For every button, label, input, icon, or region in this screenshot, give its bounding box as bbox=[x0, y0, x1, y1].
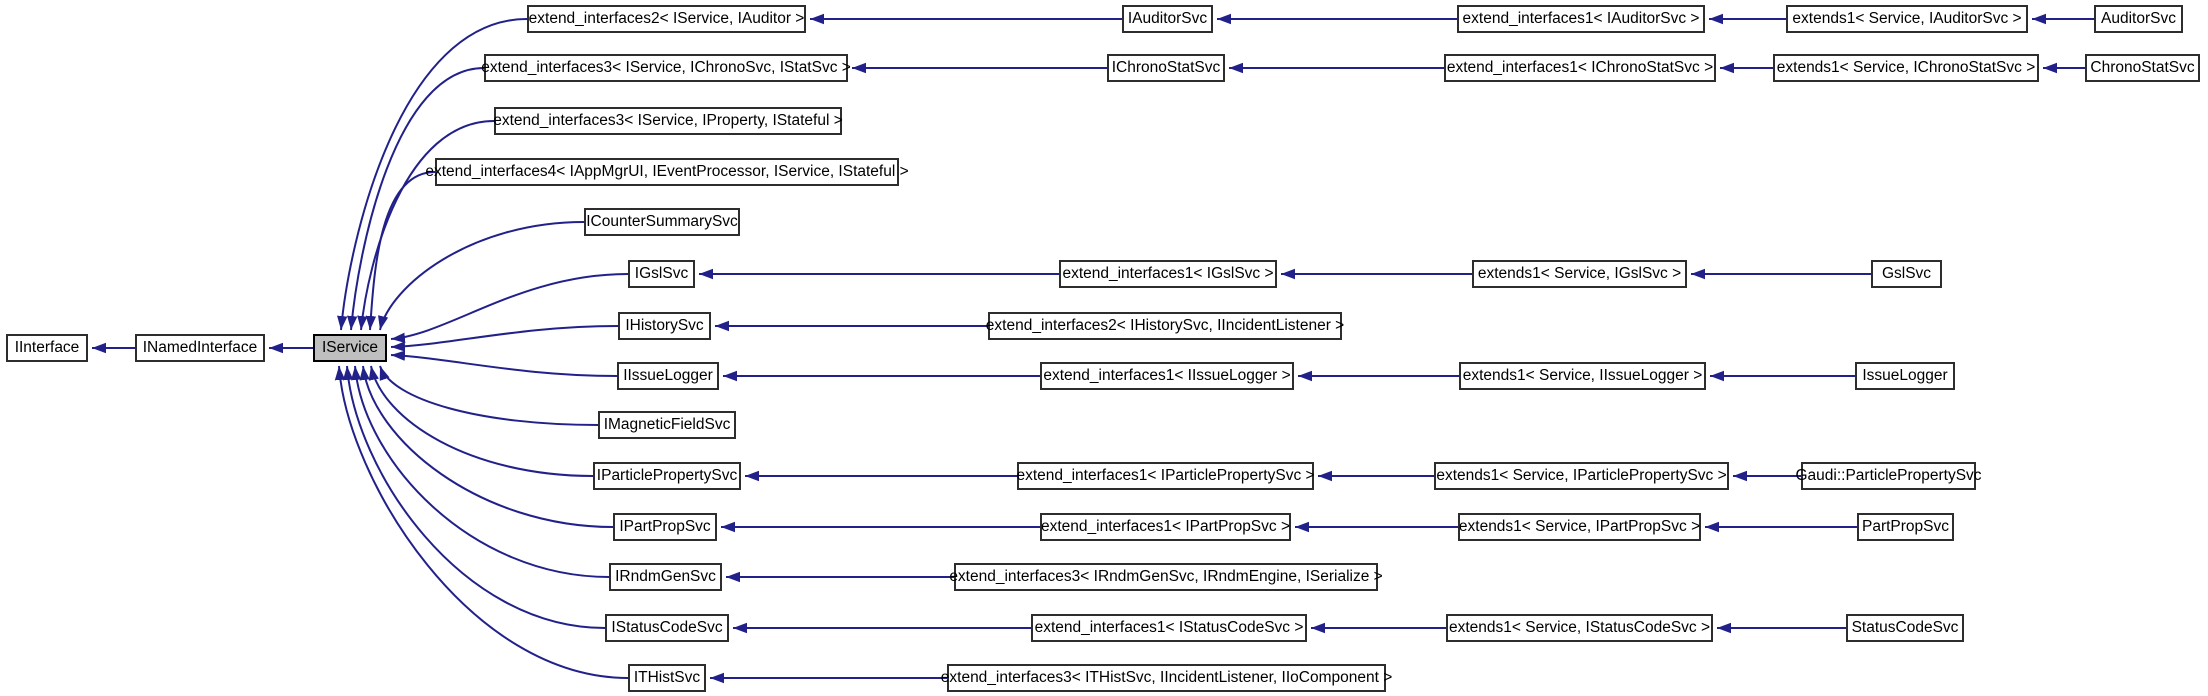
node-extend-interfaces1-igslsvc[interactable]: extend_interfaces1< IGslSvc > bbox=[1059, 260, 1277, 288]
node-iservice: IService bbox=[313, 334, 387, 362]
edge-row12-to-iservice bbox=[351, 365, 610, 578]
node-irndmgensvc[interactable]: IRndmGenSvc bbox=[609, 563, 722, 591]
edge-row11-to-iservice bbox=[359, 365, 614, 528]
edge-row8-to-iservice bbox=[390, 350, 618, 377]
node-statuscodesvc[interactable]: StatusCodeSvc bbox=[1846, 614, 1964, 642]
node-chronostatsvc[interactable]: ChronoStatSvc bbox=[2085, 54, 2200, 82]
edge-row7-to-iservice bbox=[390, 325, 619, 352]
node-extends1-service-iparticlepropertysvc[interactable]: extends1< Service, IParticlePropertySvc … bbox=[1434, 462, 1729, 490]
edge-row2-to-iservice bbox=[347, 67, 485, 331]
node-iparticlepropertysvc[interactable]: IParticlePropertySvc bbox=[593, 462, 741, 490]
node-imagneticfieldsvc[interactable]: IMagneticFieldSvc bbox=[598, 411, 736, 439]
edge-row14-to-iservice bbox=[334, 365, 629, 679]
node-extend-interfaces2-iservice-iauditor[interactable]: extend_interfaces2< IService, IAuditor > bbox=[527, 5, 806, 33]
node-extends1-service-ipartpropsvc[interactable]: extends1< Service, IPartPropSvc > bbox=[1458, 513, 1701, 541]
node-extends1-service-istatuscodesvc[interactable]: extends1< Service, IStatusCodeSvc > bbox=[1446, 614, 1713, 642]
node-istatuscodesvc[interactable]: IStatusCodeSvc bbox=[605, 614, 729, 642]
node-extend-interfaces3-ithistsvc-iincidentlistener-iiocomponent[interactable]: extend_interfaces3< ITHistSvc, IIncident… bbox=[941, 664, 1392, 692]
edge-row10-to-iservice bbox=[368, 365, 594, 477]
node-extend-interfaces1-iparticlepropertysvc[interactable]: extend_interfaces1< IParticlePropertySvc… bbox=[1016, 462, 1315, 490]
node-extend-interfaces2-ihistorysvc-iincidentlistener[interactable]: extend_interfaces2< IHistorySvc, IIncide… bbox=[986, 312, 1344, 340]
node-iauditorsvc[interactable]: IAuditorSvc bbox=[1122, 5, 1213, 33]
node-auditorsvc[interactable]: AuditorSvc bbox=[2094, 5, 2183, 33]
node-icountersummarysvc[interactable]: ICounterSummarySvc bbox=[584, 208, 740, 236]
edge-row9-to-iservice bbox=[379, 365, 599, 426]
node-ihistorysvc[interactable]: IHistorySvc bbox=[618, 312, 711, 340]
node-igslsvc[interactable]: IGslSvc bbox=[628, 260, 695, 288]
node-iinterface[interactable]: IInterface bbox=[6, 334, 88, 362]
node-extend-interfaces3-iservice-ichronosvc-istatsvc[interactable]: extend_interfaces3< IService, IChronoSvc… bbox=[481, 54, 851, 82]
edge-row13-to-iservice bbox=[342, 365, 606, 629]
node-gaudi-particlepropertysvc[interactable]: Gaudi::ParticlePropertySvc bbox=[1795, 462, 1982, 490]
node-gslsvc[interactable]: GslSvc bbox=[1871, 260, 1942, 288]
node-extends1-service-igslsvc[interactable]: extends1< Service, IGslSvc > bbox=[1472, 260, 1687, 288]
node-iissuelogger[interactable]: IIssueLogger bbox=[617, 362, 719, 390]
edge-row5-to-iservice bbox=[378, 221, 585, 331]
edge-row6-to-iservice bbox=[390, 273, 629, 343]
node-extend-interfaces3-irndmgensvc-irndmengine-iserialize[interactable]: extend_interfaces3< IRndmGenSvc, IRndmEn… bbox=[949, 563, 1383, 591]
node-ipartpropsvc[interactable]: IPartPropSvc bbox=[613, 513, 717, 541]
edge-row4-to-iservice bbox=[365, 171, 436, 331]
node-extend-interfaces1-istatuscodesvc[interactable]: extend_interfaces1< IStatusCodeSvc > bbox=[1031, 614, 1307, 642]
node-partpropsvc[interactable]: PartPropSvc bbox=[1857, 513, 1954, 541]
node-ichronostatsvc[interactable]: IChronoStatSvc bbox=[1107, 54, 1225, 82]
node-inamedinterface[interactable]: INamedInterface bbox=[135, 334, 265, 362]
node-extend-interfaces3-iservice-iproperty-istateful[interactable]: extend_interfaces3< IService, IProperty,… bbox=[493, 107, 843, 135]
node-extend-interfaces1-iauditorsvc[interactable]: extend_interfaces1< IAuditorSvc > bbox=[1457, 5, 1705, 33]
node-extends1-service-ichronostatsvc[interactable]: extends1< Service, IChronoStatSvc > bbox=[1773, 54, 2039, 82]
edge-row1-to-iservice bbox=[337, 18, 528, 331]
edge-row3-to-iservice bbox=[357, 120, 495, 331]
node-issuelogger[interactable]: IssueLogger bbox=[1855, 362, 1955, 390]
node-extends1-service-iauditorsvc[interactable]: extends1< Service, IAuditorSvc > bbox=[1786, 5, 2028, 33]
node-extend-interfaces1-ichronostatsvc[interactable]: extend_interfaces1< IChronoStatSvc > bbox=[1444, 54, 1716, 82]
node-ithistsvc[interactable]: ITHistSvc bbox=[628, 664, 706, 692]
node-extend-interfaces4-iappmgrui-ieventprocessor-iservice-istateful[interactable]: extend_interfaces4< IAppMgrUI, IEventPro… bbox=[425, 158, 909, 186]
node-extend-interfaces1-ipartpropsvc[interactable]: extend_interfaces1< IPartPropSvc > bbox=[1040, 513, 1291, 541]
node-extends1-service-iissuelogger[interactable]: extends1< Service, IIssueLogger > bbox=[1459, 362, 1706, 390]
node-extend-interfaces1-iissuelogger[interactable]: extend_interfaces1< IIssueLogger > bbox=[1040, 362, 1294, 390]
